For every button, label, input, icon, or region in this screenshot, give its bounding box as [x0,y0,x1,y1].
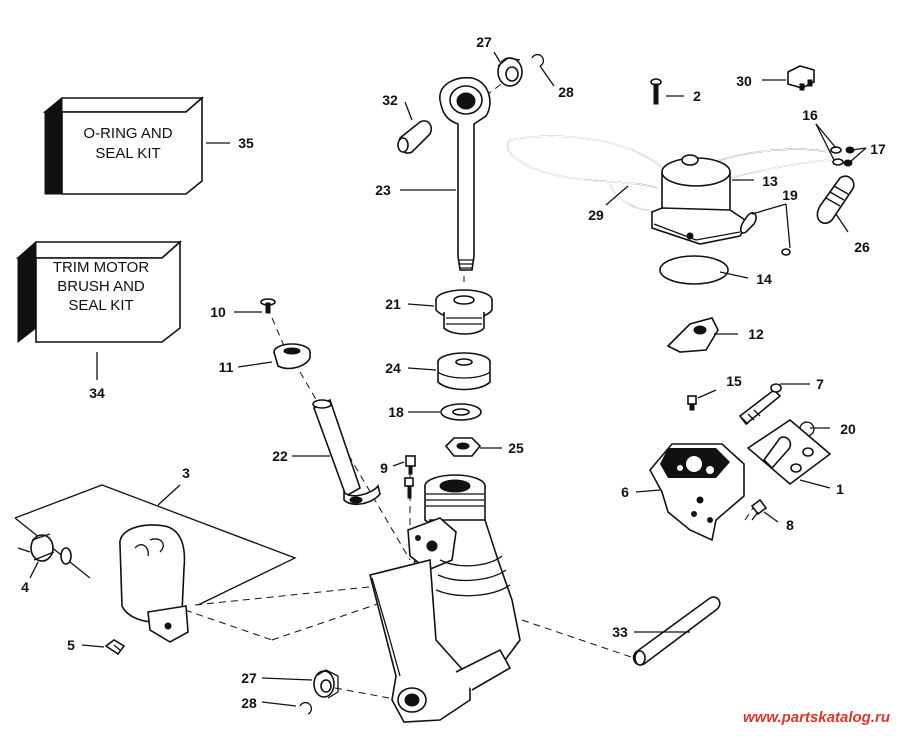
callout-3: 3 [182,465,190,481]
callout-21: 21 [385,296,401,312]
callout-22: 22 [272,448,288,464]
part-1-valve-kit [746,418,832,486]
part-18-washer [440,403,482,421]
callout-24: 24 [385,360,401,376]
part-24-piston [437,352,491,391]
part-19-clip [739,212,791,256]
callout-30: 30 [736,73,752,89]
callout-20: 20 [840,421,856,437]
callout-32: 32 [382,92,398,108]
part-28-clip-bottom [299,702,312,715]
part-26-hose [816,175,855,224]
leader-lines [29,51,867,707]
callout-8: 8 [786,517,794,533]
watermark-url: www.partskatalog.ru [743,709,890,726]
callout-27-bottom: 27 [241,670,257,686]
part-3-reservoir-cover [119,524,189,643]
callout-4: 4 [21,579,29,595]
seal-kit-box: O-RING AND SEAL KIT [42,96,205,195]
callout-11: 11 [219,359,234,375]
callout-26: 26 [854,239,870,255]
part-9-screws [404,455,416,499]
part-28-clip-top [531,54,544,67]
callout-18: 18 [388,404,404,420]
callout-7: 7 [816,376,824,392]
part-4-bushing [17,533,72,565]
callout-27-top: 27 [476,34,492,50]
callout-12: 12 [748,326,764,342]
callout-numbers: 35 34 3 4 5 10 11 22 32 23 21 24 18 25 9… [21,34,886,711]
callout-2: 2 [693,88,701,104]
callout-17: 17 [870,141,886,157]
part-6-pump-body [649,443,745,542]
part-15-screw [687,395,697,411]
part-30-connector [787,65,815,91]
part-22-tube [312,398,381,506]
seal-kit-label-line1: O-RING AND [83,125,172,142]
callout-9: 9 [380,460,388,476]
callout-29: 29 [588,207,604,223]
part-2-screw [650,78,662,105]
part-7-bolt [738,383,782,426]
callout-28-bottom: 28 [241,695,257,711]
callout-28-top: 28 [558,84,574,100]
part-16-17-terminals [830,146,855,167]
callout-19: 19 [782,187,798,203]
cylinder-body [369,474,521,723]
callout-1: 1 [836,481,844,497]
callout-35: 35 [238,135,254,151]
callout-23: 23 [375,182,391,198]
part-10-plug [260,298,276,314]
brush-kit-label-line2: BRUSH AND [57,278,145,295]
part-27-bushing-top [497,57,523,87]
part-29-wire-harness [506,135,833,213]
callout-25: 25 [508,440,524,456]
part-14-o-ring [659,255,729,285]
callout-14: 14 [756,271,772,287]
part-8-screw [750,498,768,521]
part-11-fitting [273,343,311,370]
callout-6: 6 [621,484,629,500]
part-20-ring [799,421,815,437]
brush-kit-label-line3: SEAL KIT [68,297,133,314]
callout-13: 13 [762,173,778,189]
part-5-screw [104,639,126,656]
callout-16: 16 [802,107,818,123]
callout-34: 34 [89,385,105,401]
part-23-piston-rod [439,76,491,271]
part-32-pin [397,120,433,154]
callout-15: 15 [726,373,742,389]
part-27-bushing-bottom [313,669,339,699]
part-21-cap [435,289,493,335]
brush-kit-label-line1: TRIM MOTOR [53,259,150,276]
part-13-trim-motor [651,154,750,245]
callout-10: 10 [210,304,226,320]
part-33-pin [632,596,721,666]
part-12-cover [666,317,719,353]
brush-kit-box: TRIM MOTOR BRUSH AND SEAL KIT [15,240,183,344]
callout-33: 33 [612,624,628,640]
part-25-nut [444,437,482,457]
seal-kit-label-line2: SEAL KIT [95,145,160,162]
callout-5: 5 [67,637,75,653]
